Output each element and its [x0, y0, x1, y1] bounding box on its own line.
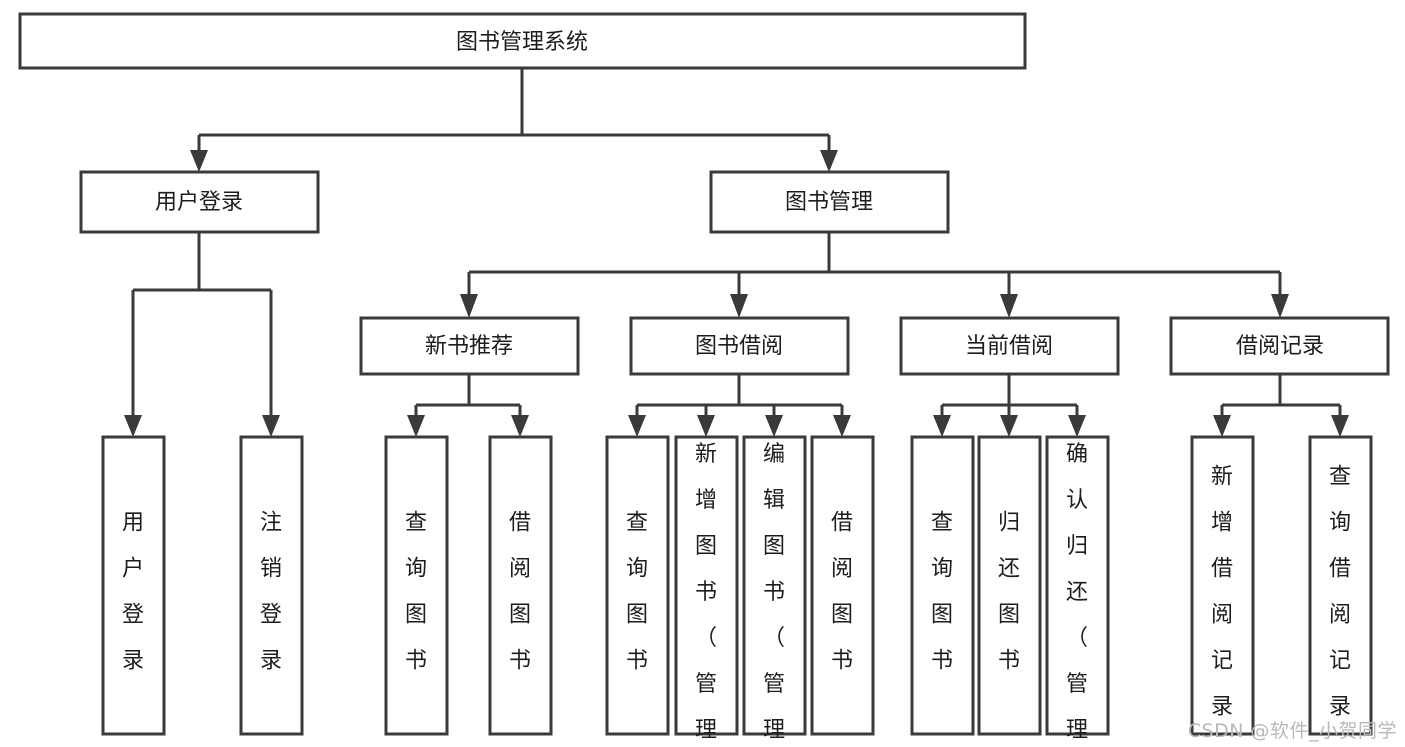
- arrowhead-to-leaf-add-borrow-record: [1213, 415, 1231, 437]
- node-leaf-query-book-3-box[interactable]: [910, 435, 975, 736]
- arrowhead-to-leaf-return-book: [1000, 415, 1018, 437]
- arrowhead-to-leaf-user-login: [124, 415, 142, 437]
- node-leaf-query-book-1[interactable]: 查询图书: [384, 435, 449, 736]
- arrowhead-to-leaf-confirm-return-admin: [1068, 415, 1086, 437]
- arrowhead-to-current-borrow: [1000, 294, 1018, 318]
- arrowhead-to-leaf-query-book-1: [407, 415, 425, 437]
- node-leaf-add-book-admin[interactable]: 新增图书（管理员）: [674, 435, 739, 747]
- arrowhead-to-leaf-edit-book-admin: [765, 415, 783, 437]
- node-leaf-query-book-2-box[interactable]: [605, 435, 670, 736]
- node-new-book-recommend-box[interactable]: [359, 316, 580, 376]
- node-leaf-confirm-return-admin[interactable]: 确认归还（管理员）: [1045, 435, 1110, 747]
- node-root[interactable]: 图书管理系统: [18, 12, 1027, 70]
- node-borrow-record-box[interactable]: [1169, 316, 1390, 376]
- node-leaf-borrow-book-1[interactable]: 借阅图书: [488, 435, 553, 736]
- node-leaf-add-borrow-record[interactable]: 新增借阅记录: [1190, 435, 1255, 736]
- node-leaf-add-borrow-record-box[interactable]: [1190, 435, 1255, 736]
- node-user-login[interactable]: 用户登录: [79, 170, 320, 234]
- node-borrow-record-label: 借阅记录: [1236, 334, 1324, 359]
- node-leaf-query-borrow-record-label: 查询借阅记录: [1329, 464, 1351, 719]
- node-leaf-query-book-2[interactable]: 查询图书: [605, 435, 670, 736]
- node-leaf-confirm-return-admin-label: 确认归还（管理员）: [1066, 442, 1088, 747]
- arrowhead-to-leaf-query-book-2: [628, 415, 646, 437]
- node-book-borrow[interactable]: 图书借阅: [629, 316, 850, 376]
- arrowhead-to-leaf-logout-login: [262, 415, 280, 437]
- node-leaf-borrow-book-2[interactable]: 借阅图书: [810, 435, 875, 736]
- node-leaf-add-borrow-record-label: 新增借阅记录: [1211, 464, 1233, 719]
- node-new-book-recommend-label: 新书推荐: [425, 334, 513, 359]
- arrowhead-to-book-borrow: [730, 294, 748, 318]
- node-leaf-return-book[interactable]: 归还图书: [977, 435, 1042, 736]
- arrowhead-to-user-login: [190, 150, 208, 172]
- node-leaf-edit-book-admin-box[interactable]: [742, 435, 807, 736]
- connector-book-management-bus: [467, 232, 1282, 296]
- node-leaf-borrow-book-2-label: 借阅图书: [831, 510, 853, 673]
- node-leaf-edit-book-admin-label: 编辑图书（管理员）: [763, 442, 785, 747]
- connector-root-bus: [197, 68, 831, 158]
- node-leaf-user-login[interactable]: 用户登录: [101, 435, 166, 736]
- node-current-borrow-label: 当前借阅: [965, 334, 1053, 359]
- node-leaf-return-book-box[interactable]: [977, 435, 1042, 736]
- node-book-management[interactable]: 图书管理: [709, 170, 950, 234]
- node-leaf-borrow-book-2-box[interactable]: [810, 435, 875, 736]
- node-leaf-borrow-book-1-label: 借阅图书: [509, 510, 531, 673]
- arrowhead-to-book-management: [820, 150, 838, 172]
- node-user-login-label: 用户登录: [155, 190, 243, 215]
- node-book-borrow-label: 图书借阅: [695, 334, 783, 359]
- node-leaf-user-login-label: 用户登录: [122, 510, 144, 673]
- connector-book-borrow-bus: [635, 374, 844, 423]
- arrowhead-to-new-book-recommend: [460, 294, 478, 318]
- node-current-borrow-box[interactable]: [899, 316, 1120, 376]
- node-new-book-recommend[interactable]: 新书推荐: [359, 316, 580, 376]
- node-leaf-query-borrow-record-box[interactable]: [1308, 435, 1373, 736]
- arrowhead-to-leaf-query-borrow-record: [1331, 415, 1349, 437]
- node-leaf-query-book-3[interactable]: 查询图书: [910, 435, 975, 736]
- arrowhead-to-leaf-borrow-book-2: [833, 415, 851, 437]
- node-leaf-confirm-return-admin-box[interactable]: [1045, 435, 1110, 736]
- node-leaf-logout-login[interactable]: 注销登录: [239, 435, 304, 736]
- connector-new-book-recommend-bus: [414, 374, 522, 423]
- node-leaf-query-book-1-box[interactable]: [384, 435, 449, 736]
- node-leaf-logout-login-label: 注销登录: [260, 510, 282, 673]
- node-leaf-logout-login-box[interactable]: [239, 435, 304, 736]
- node-book-management-box[interactable]: [709, 170, 950, 234]
- node-book-borrow-box[interactable]: [629, 316, 850, 376]
- node-current-borrow[interactable]: 当前借阅: [899, 316, 1120, 376]
- node-borrow-record[interactable]: 借阅记录: [1169, 316, 1390, 376]
- node-leaf-query-book-2-label: 查询图书: [626, 510, 648, 673]
- connector-borrow-record-bus: [1220, 374, 1342, 423]
- node-root-box[interactable]: [18, 12, 1027, 70]
- arrowhead-to-leaf-add-book-admin: [697, 415, 715, 437]
- connector-layer: [124, 68, 1349, 437]
- node-root-label: 图书管理系统: [456, 30, 588, 55]
- node-leaf-add-book-admin-box[interactable]: [674, 435, 739, 736]
- connector-current-borrow-bus: [940, 374, 1079, 423]
- connector-user-login-bus: [131, 232, 273, 423]
- node-leaf-edit-book-admin[interactable]: 编辑图书（管理员）: [742, 435, 807, 747]
- node-book-management-label: 图书管理: [785, 190, 873, 215]
- arrowhead-to-leaf-borrow-book-1: [511, 415, 529, 437]
- node-user-login-box[interactable]: [79, 170, 320, 234]
- node-leaf-user-login-box[interactable]: [101, 435, 166, 736]
- node-leaf-query-borrow-record[interactable]: 查询借阅记录: [1308, 435, 1373, 736]
- node-leaf-borrow-book-1-box[interactable]: [488, 435, 553, 736]
- arrowhead-to-leaf-query-book-3: [933, 415, 951, 437]
- node-leaf-add-book-admin-label: 新增图书（管理员）: [695, 442, 717, 747]
- node-leaf-query-book-1-label: 查询图书: [405, 510, 427, 673]
- node-leaf-return-book-label: 归还图书: [998, 510, 1020, 673]
- node-leaf-query-book-3-label: 查询图书: [931, 510, 953, 673]
- arrowhead-to-borrow-record: [1271, 294, 1289, 318]
